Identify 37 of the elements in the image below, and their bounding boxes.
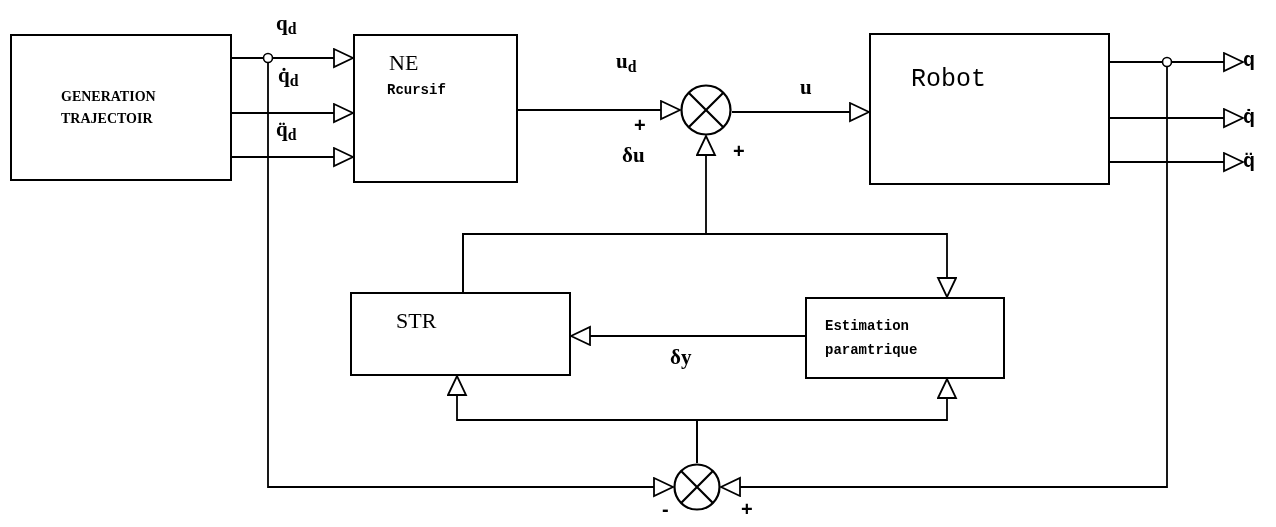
process-box [350, 292, 571, 376]
arrow [462, 233, 957, 298]
edge-label: u [800, 74, 812, 100]
arrow [1109, 152, 1244, 172]
edge-label: q̈$_{d}$ [276, 116, 297, 142]
node-text: NE [389, 49, 419, 77]
arrow [696, 378, 957, 464]
arrow [517, 100, 681, 120]
sign-label: - [662, 498, 669, 520]
edge-label: q̇$_{d}$ [278, 62, 299, 88]
summing-junction [680, 84, 732, 136]
process-box [353, 34, 518, 183]
edge-label: q$_{d}$ [276, 10, 297, 36]
node-text: STR [396, 307, 437, 335]
process-box [805, 297, 1005, 379]
edge-label: u$_{d}$ [616, 48, 637, 74]
edge-label: δu [622, 142, 645, 168]
arrow [1109, 108, 1244, 128]
node-text: q̇ [1243, 105, 1256, 131]
sign-label: + [733, 140, 745, 162]
sign-label: + [741, 498, 753, 520]
sign-label: + [634, 114, 646, 136]
process-box [10, 34, 232, 181]
node-text: q [1243, 48, 1256, 74]
node-text: q̈ [1243, 149, 1256, 175]
arrow [570, 326, 806, 346]
arrow [720, 61, 1168, 497]
node-text: Estimation paramtrique [825, 317, 919, 360]
process-box [869, 33, 1110, 185]
arrow [231, 103, 354, 123]
node-text: Rcursif [387, 81, 446, 100]
node-text: GENERATION TRAJECTOIR [61, 87, 157, 128]
node-text: Robot [911, 64, 986, 96]
arrow [731, 102, 870, 122]
edge-label: δy [670, 344, 692, 370]
summing-junction [673, 463, 721, 511]
arrow [231, 147, 354, 167]
